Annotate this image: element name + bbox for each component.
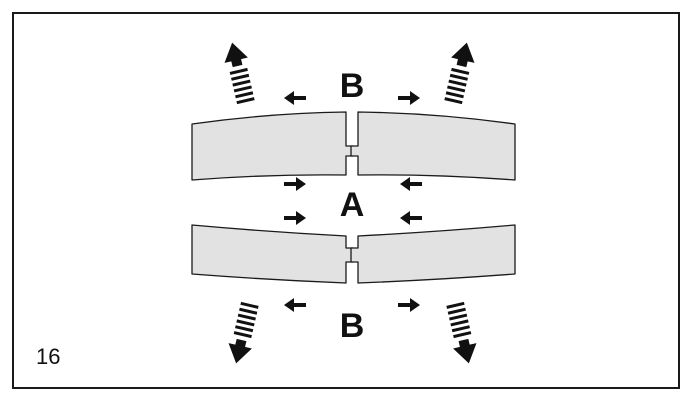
small-arrow-icon [400, 211, 422, 225]
label-b-top: B [340, 67, 365, 105]
figure-frame [12, 12, 680, 389]
small-arrow-icon [284, 298, 306, 312]
lower-left-panel [191, 224, 354, 284]
small-arrow-icon [284, 177, 306, 191]
lower-right-panel [350, 224, 516, 284]
dashed-arrow-icon [224, 301, 262, 367]
label-a-middle: A [340, 186, 365, 224]
dashed-arrow-icon [443, 301, 481, 367]
small-arrow-icon [398, 91, 420, 105]
small-arrow-icon [398, 298, 420, 312]
label-b-bottom: B [340, 307, 365, 345]
dashed-arrow-icon [441, 39, 479, 105]
upper-right-panel [350, 111, 516, 181]
small-arrow-icon [284, 91, 306, 105]
upper-left-panel [191, 111, 354, 181]
small-arrow-icon [400, 177, 422, 191]
dashed-arrow-icon [220, 39, 258, 105]
small-arrow-icon [284, 211, 306, 225]
figure-number: 16 [36, 344, 60, 369]
